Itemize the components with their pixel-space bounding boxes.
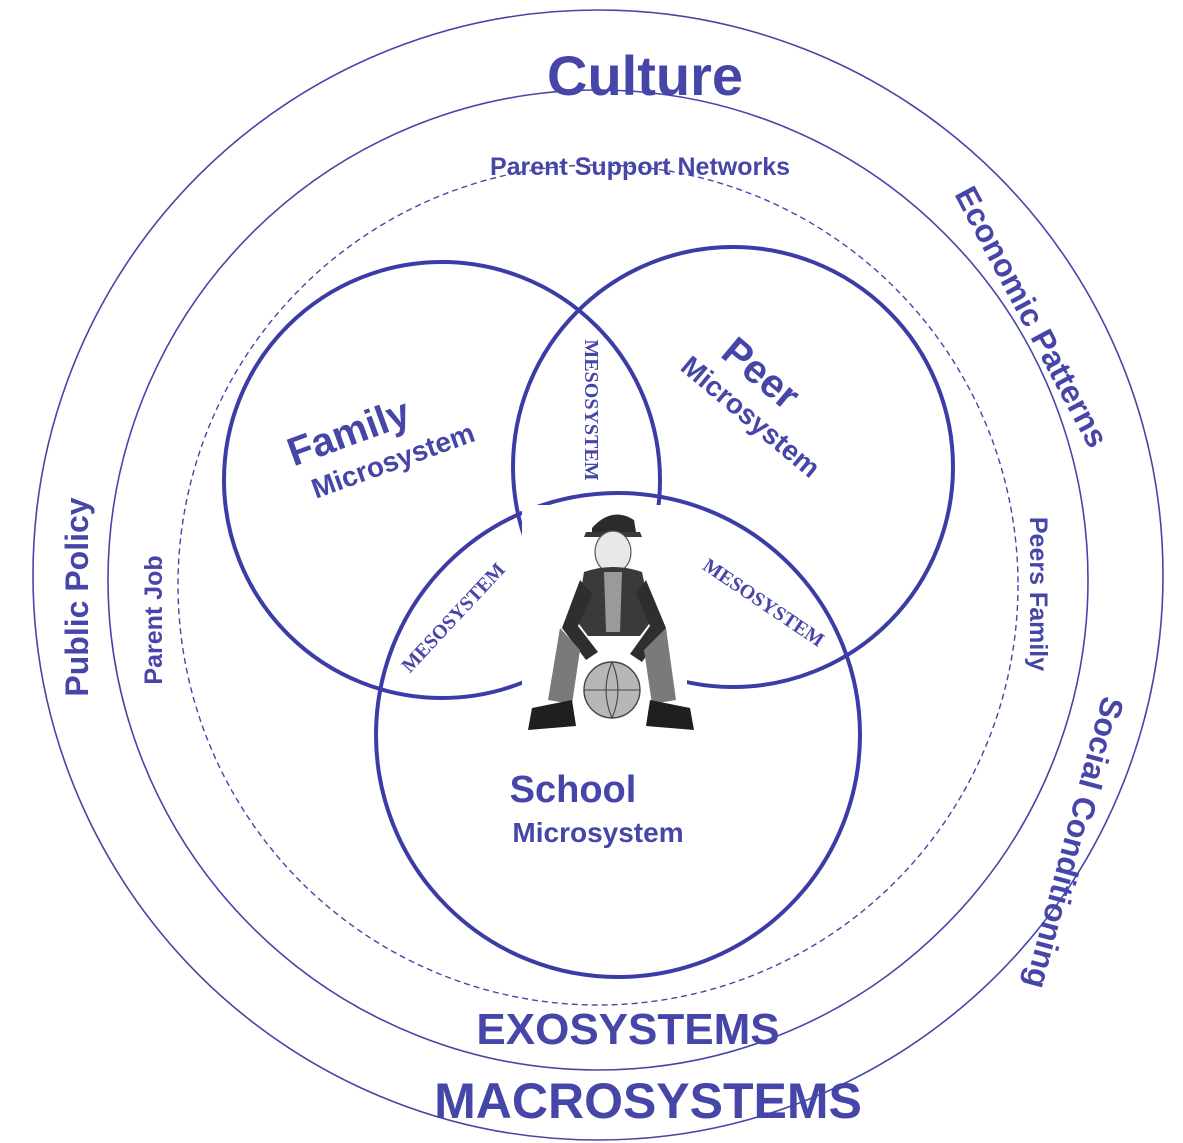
culture-label: Culture <box>547 44 743 107</box>
peer-label-group: Peer Microsystem <box>675 329 826 484</box>
public-policy-label: Public Policy <box>59 497 95 696</box>
exosystems-label: EXOSYSTEMS <box>476 1005 779 1054</box>
mesosystem-right-label: MESOSYSTEM <box>699 554 828 651</box>
social-conditioning-label: Social Conditioning <box>1018 693 1131 993</box>
mesosystem-top-label: MESOSYSTEM <box>580 339 602 480</box>
parent-job-label: Parent Job <box>140 555 168 684</box>
peers-family-label: Peers Family <box>1024 517 1052 671</box>
exosystem-ring <box>107 89 1089 1071</box>
mesosystem-left-label: MESOSYSTEM <box>397 559 509 677</box>
child-figure <box>522 505 694 740</box>
macrosystems-label: MACROSYSTEMS <box>434 1073 862 1129</box>
school-label: School <box>510 769 637 811</box>
peer-circle <box>511 245 955 689</box>
school-sub-label: Microsystem <box>512 817 683 848</box>
family-circle <box>222 260 662 700</box>
family-label-group: Family Microsystem <box>282 390 479 504</box>
economic-patterns-label: Economic Patterns <box>948 180 1116 453</box>
mesosystem-boundary <box>177 164 1019 1006</box>
parent-support-networks-label: Parent Support Networks <box>490 153 790 181</box>
school-circle <box>374 491 862 979</box>
macrosystem-ring <box>32 9 1164 1141</box>
